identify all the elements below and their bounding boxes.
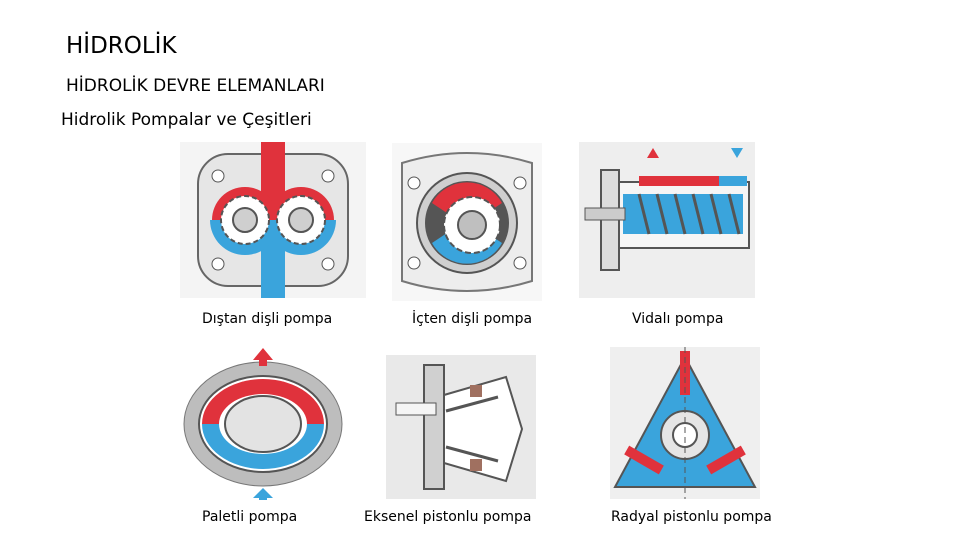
caption-radial-piston-pump: Radyal pistonlu pompa bbox=[611, 509, 772, 525]
vane-pump-diagram bbox=[182, 346, 344, 500]
slide-heading: Hidrolik Pompalar ve Çeşitleri bbox=[61, 110, 312, 130]
external-gear-pump-diagram bbox=[180, 142, 366, 298]
screw-pump-diagram bbox=[579, 142, 755, 298]
radial-piston-pump-diagram bbox=[610, 347, 760, 499]
caption-external-gear-pump: Dıştan dişli pompa bbox=[202, 311, 333, 327]
caption-vane-pump: Paletli pompa bbox=[202, 509, 298, 525]
caption-axial-piston-pump: Eksenel pistonlu pompa bbox=[364, 509, 532, 525]
internal-gear-pump-diagram bbox=[392, 143, 542, 301]
slide-subtitle: HİDROLİK DEVRE ELEMANLARI bbox=[66, 76, 325, 96]
axial-piston-pump-diagram bbox=[386, 355, 536, 499]
slide-title: HİDROLİK bbox=[66, 33, 177, 59]
caption-screw-pump: Vidalı pompa bbox=[632, 311, 724, 327]
caption-internal-gear-pump: İçten dişli pompa bbox=[412, 311, 533, 327]
